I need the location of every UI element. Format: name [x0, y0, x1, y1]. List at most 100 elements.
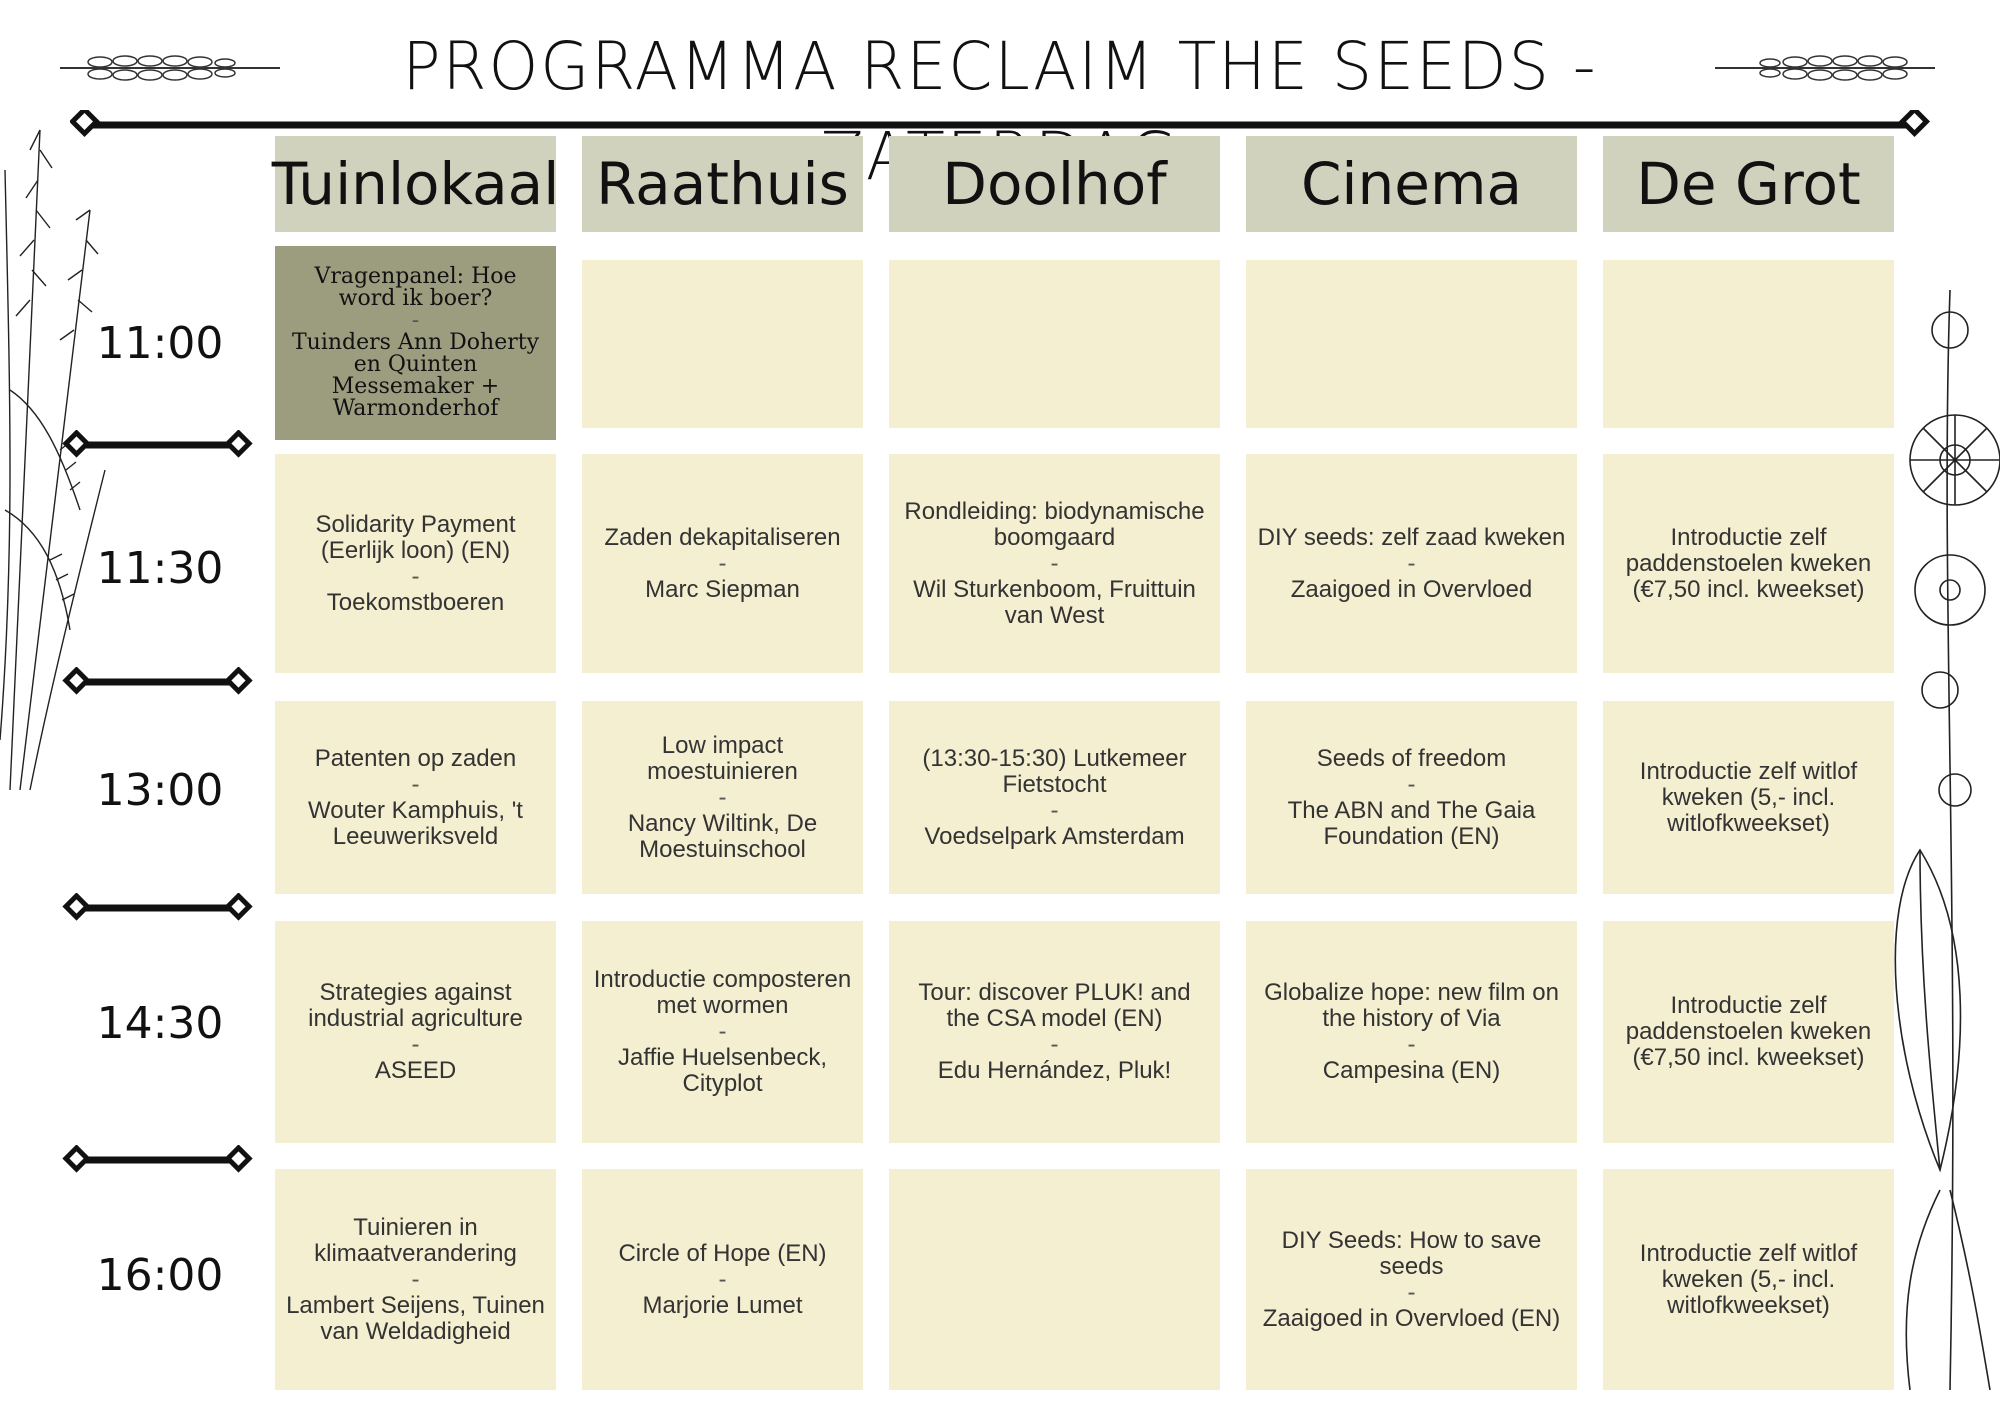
session-separator: -	[1407, 1031, 1416, 1058]
time-slot-label: 11:30	[96, 543, 224, 594]
session-speaker: ASEED	[374, 1057, 457, 1084]
room-header-raathuis: Raathuis	[582, 136, 863, 232]
session-separator: -	[411, 1031, 420, 1058]
session-cell: (13:30-15:30) Lutkemeer Fietstocht - Voe…	[889, 701, 1220, 894]
session-separator: -	[411, 562, 420, 590]
grass-illustration-icon	[0, 129, 106, 791]
session-speaker: Zaaigoed in Overvloed (EN)	[1262, 1304, 1561, 1332]
session-cell: Zaden dekapitaliseren - Marc Siepman	[582, 454, 863, 673]
time-divider	[62, 1145, 253, 1173]
room-header-doolhof: Doolhof	[889, 136, 1220, 232]
time-slot-label: 13:00	[96, 765, 224, 816]
session-title: Introductie zelf paddenstoelen kweken (€…	[1625, 992, 1872, 1071]
session-separator: -	[1050, 1031, 1059, 1058]
session-speaker: Nancy Wiltink, De Moestuinschool	[627, 809, 818, 863]
session-separator: -	[718, 783, 727, 811]
room-header-tuinlokaal: Tuinlokaal	[272, 136, 559, 232]
session-title: Introductie zelf paddenstoelen kweken (€…	[1625, 523, 1872, 603]
room-header-de-grot: De Grot	[1603, 136, 1894, 232]
session-speaker: Wouter Kamphuis, 't Leeuweriksveld	[308, 796, 523, 850]
room-header-label: Doolhof	[942, 150, 1167, 218]
room-header-label: Raathuis	[596, 150, 849, 218]
session-title: Circle of Hope (EN)	[618, 1239, 827, 1267]
session-cell: DIY Seeds: How to save seeds - Zaaigoed …	[1246, 1169, 1577, 1390]
session-speaker: Lambert Seijens, Tuinen van Weldadigheid	[286, 1291, 545, 1345]
session-cell: Introductie zelf witlof kweken (5,- incl…	[1603, 701, 1894, 894]
session-cell: Circle of Hope (EN) - Marjorie Lumet	[582, 1169, 863, 1390]
time-divider	[62, 430, 253, 458]
session-title: Solidarity Payment (Eerlijk loon) (EN)	[315, 510, 516, 564]
session-speaker: Jaffie Huelsenbeck, Cityplot	[617, 1044, 827, 1097]
time-slot-label: 14:30	[96, 998, 224, 1049]
session-cell: Solidarity Payment (Eerlijk loon) (EN) -…	[275, 454, 556, 673]
session-title: DIY seeds: zelf zaad kweken	[1257, 523, 1566, 551]
session-cell: Tuinieren in klimaatverandering - Lamber…	[275, 1169, 556, 1390]
session-cell: Globalize hope: new film on the history …	[1246, 921, 1577, 1143]
session-cell: Vragenpanel: Hoe word ik boer? - Tuinder…	[275, 246, 556, 440]
session-cell-empty	[1246, 260, 1577, 428]
room-header-label: Tuinlokaal	[271, 150, 560, 218]
session-title: Strategies against industrial agricultur…	[308, 979, 523, 1032]
room-header-label: Cinema	[1300, 150, 1523, 218]
session-cell: Seeds of freedom - The ABN and The Gaia …	[1246, 701, 1577, 894]
time-slot-label: 16:00	[96, 1250, 224, 1301]
session-title: Tour: discover PLUK! and the CSA model (…	[918, 979, 1191, 1032]
session-separator: -	[411, 1265, 420, 1293]
session-title: Introductie zelf witlof kweken (5,- incl…	[1639, 1239, 1858, 1319]
session-cell: Introductie composteren met wormen - Jaf…	[582, 921, 863, 1143]
session-title: Introductie zelf witlof kweken (5,- incl…	[1639, 757, 1858, 837]
room-header-label: De Grot	[1636, 150, 1861, 218]
session-cell: Strategies against industrial agricultur…	[275, 921, 556, 1143]
session-separator: -	[718, 1018, 727, 1045]
session-title: Tuinieren in klimaatverandering	[314, 1213, 517, 1267]
session-speaker: Zaaigoed in Overvloed	[1290, 575, 1533, 603]
session-cell: Tour: discover PLUK! and the CSA model (…	[889, 921, 1220, 1143]
session-separator: -	[1407, 1278, 1416, 1306]
session-cell: DIY seeds: zelf zaad kweken - Zaaigoed i…	[1246, 454, 1577, 673]
session-speaker: Voedselpark Amsterdam	[924, 822, 1185, 850]
wheat-ear-right-icon	[1715, 55, 1935, 81]
session-title: Vragenpanel: Hoe word ik boer?	[314, 264, 517, 311]
time-slot-label: 11:00	[96, 318, 224, 369]
session-title: Introductie composteren met wormen	[593, 966, 852, 1019]
session-cell: Introductie zelf witlof kweken (5,- incl…	[1603, 1169, 1894, 1390]
session-separator: -	[1050, 796, 1059, 824]
session-title: Globalize hope: new film on the history …	[1264, 979, 1559, 1032]
session-separator: -	[1407, 770, 1416, 798]
session-cell: Patenten op zaden - Wouter Kamphuis, 't …	[275, 701, 556, 894]
session-title: (13:30-15:30) Lutkemeer Fietstocht	[922, 744, 1187, 798]
session-speaker: Tuinders Ann Doherty en Quinten Messemak…	[291, 330, 540, 421]
session-speaker: Edu Hernández, Pluk!	[937, 1057, 1172, 1084]
session-cell-empty	[889, 1169, 1220, 1390]
session-separator: -	[718, 1265, 727, 1293]
session-cell-empty	[1603, 260, 1894, 428]
session-speaker: The ABN and The Gaia Foundation (EN)	[1287, 796, 1536, 850]
time-divider	[62, 667, 253, 695]
session-separator: -	[718, 549, 727, 577]
page-title: PROGRAMMA RECLAIM THE SEEDS - ZATERDAG	[402, 28, 1598, 195]
session-title: Patenten op zaden	[314, 744, 517, 772]
session-speaker: Toekomstboeren	[326, 588, 505, 616]
session-speaker: Marjorie Lumet	[642, 1291, 803, 1319]
session-cell-empty	[889, 260, 1220, 428]
room-header-cinema: Cinema	[1246, 136, 1577, 232]
session-title: Low impact moestuinieren	[647, 731, 798, 785]
session-separator: -	[411, 308, 420, 333]
session-cell-empty	[582, 260, 863, 428]
session-separator: -	[1407, 549, 1416, 577]
session-cell: Rondleiding: biodynamische boomgaard - W…	[889, 454, 1220, 673]
session-separator: -	[1050, 549, 1059, 577]
session-cell: Introductie zelf paddenstoelen kweken (€…	[1603, 454, 1894, 673]
session-title: Rondleiding: biodynamische boomgaard	[904, 497, 1205, 551]
session-cell: Introductie zelf paddenstoelen kweken (€…	[1603, 921, 1894, 1143]
session-speaker: Marc Siepman	[645, 575, 800, 603]
session-title: Zaden dekapitaliseren	[604, 523, 841, 551]
chicory-illustration-icon	[1894, 290, 2000, 1391]
wheat-ear-left-icon	[60, 55, 280, 81]
session-separator: -	[411, 770, 420, 798]
session-speaker: Wil Sturkenboom, Fruittuin van West	[913, 575, 1196, 629]
time-divider	[62, 893, 253, 921]
session-cell: Low impact moestuinieren - Nancy Wiltink…	[582, 701, 863, 894]
session-title: DIY Seeds: How to save seeds	[1281, 1226, 1542, 1280]
session-title: Seeds of freedom	[1316, 744, 1507, 772]
